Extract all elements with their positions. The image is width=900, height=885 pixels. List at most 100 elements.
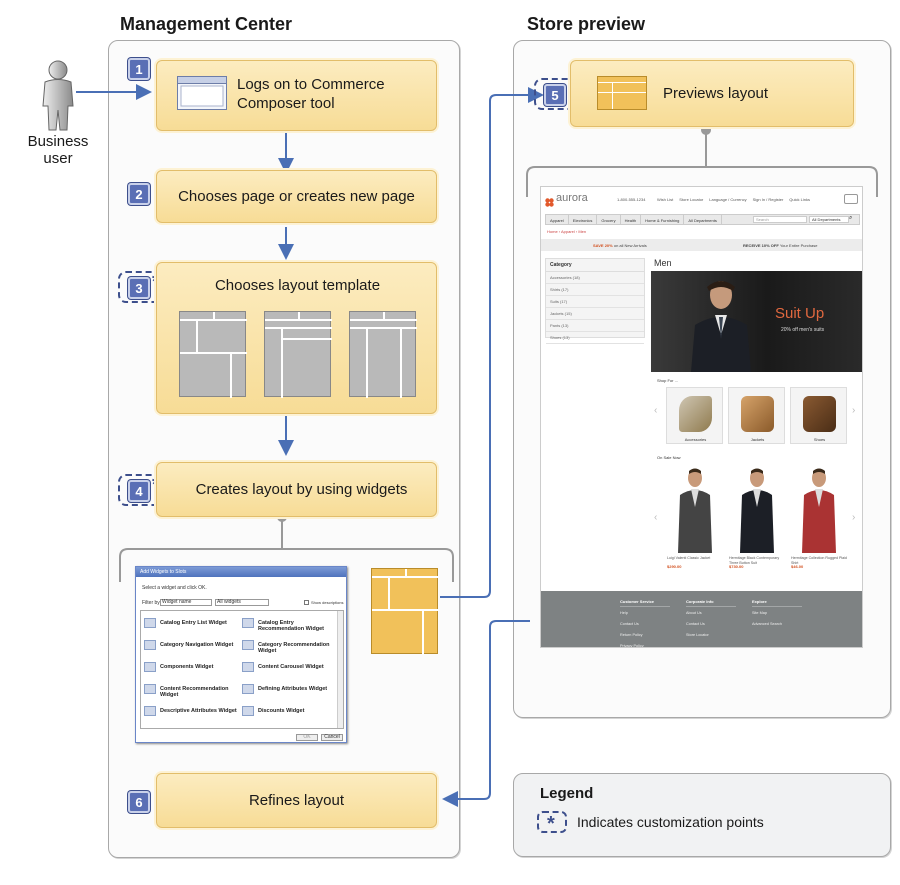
widget-name: Discounts Widget [258, 708, 305, 714]
top-link[interactable]: Quick Links [789, 197, 810, 202]
footer-link[interactable]: Contact Us [620, 622, 639, 626]
widget-icon [242, 640, 254, 650]
category-item[interactable]: Pants (13) [546, 320, 644, 332]
step-3-text: Chooses layout template [214, 277, 381, 294]
widget-item[interactable]: Category Navigation Widget [144, 639, 240, 653]
widget-name: Category Recommendation Widget [258, 642, 330, 654]
nav-tab[interactable]: Home & Furnishing [641, 215, 685, 224]
search-icon[interactable]: ⌕ [849, 215, 853, 221]
shop-item[interactable]: Shoes [790, 387, 847, 444]
sale-item-image[interactable] [799, 467, 839, 553]
footer-link[interactable]: Help [620, 611, 628, 615]
sale-item-image[interactable] [737, 467, 777, 553]
footer-link[interactable]: Store Locator [686, 633, 709, 637]
layout-template-b[interactable] [264, 311, 332, 398]
shop-item-label: Accessories [684, 437, 707, 442]
widget-icon [242, 662, 254, 672]
top-link[interactable]: Sign In / Register [752, 197, 784, 202]
widget-item[interactable]: Descriptive Attributes Widget [144, 705, 240, 719]
nav-tab[interactable]: Electronics [569, 215, 598, 224]
footer-link[interactable]: Contact Us [686, 622, 705, 626]
top-link[interactable]: Language / Currency [709, 197, 747, 202]
sale-item-name[interactable]: Luigi Valenti Classic Jacket [667, 556, 711, 560]
widget-item[interactable]: Category Recommendation Widget [242, 639, 338, 654]
ok-button[interactable]: OK [296, 734, 318, 741]
search-scope-select[interactable]: All Departments [809, 216, 849, 223]
category-item[interactable]: Suits (17) [546, 296, 644, 308]
footer-link[interactable]: Return Policy [620, 633, 643, 637]
layout-template-a[interactable] [179, 311, 247, 398]
shop-item-image [679, 396, 712, 432]
sale-item-name[interactable]: Hermitage Black Contemporary Three Butto… [729, 556, 780, 565]
shop-prev-arrow[interactable]: ‹ [654, 405, 658, 416]
nav-tab[interactable]: Apparel [546, 215, 569, 224]
sale-item-price: $46.00 [791, 564, 804, 569]
nav-tab[interactable]: Health [621, 215, 642, 224]
widget-name: Catalog Entry Recommendation Widget [258, 620, 324, 632]
on-sale-heading: On Sale Now [657, 455, 681, 460]
category-sidebar: Category Accessories (18)Shirts (17)Suit… [545, 258, 645, 344]
widget-item[interactable]: Content Recommendation Widget [144, 683, 240, 698]
filter-input[interactable]: Widget name [160, 599, 212, 606]
sale-next-arrow[interactable]: › [852, 512, 856, 523]
footer-heading: Corporate Info [686, 599, 714, 604]
sale-item-name[interactable]: Hermitage Collection Rugged Plaid Shirt [791, 556, 847, 565]
widget-item[interactable]: Discounts Widget [242, 705, 338, 719]
shop-next-arrow[interactable]: › [852, 405, 856, 416]
widget-name: Descriptive Attributes Widget [160, 708, 237, 714]
cart-icon[interactable] [844, 194, 858, 204]
sale-item-image[interactable] [675, 467, 715, 553]
widget-icon [144, 662, 156, 672]
shop-item[interactable]: Jackets [728, 387, 785, 444]
show-descriptions-label: Show descriptions [311, 600, 344, 605]
widget-item[interactable]: Components Widget [144, 661, 240, 675]
hero-banner[interactable]: Suit Up 20% off men's suits [651, 271, 862, 372]
top-link[interactable]: Store Locator [679, 197, 704, 202]
widget-item[interactable]: Defining Attributes Widget [242, 683, 338, 697]
category-item[interactable]: Shirts (17) [546, 284, 644, 296]
widget-item[interactable]: Catalog Entry List Widget [144, 617, 240, 631]
shop-item[interactable]: Accessories [666, 387, 723, 444]
brand[interactable]: aurora [556, 192, 588, 204]
arrow-5-to-6 [442, 620, 530, 807]
widget-item[interactable]: Catalog Entry Recommendation Widget [242, 617, 338, 632]
step-3-box[interactable]: Chooses layout template [156, 262, 437, 414]
step-6-box[interactable]: Refines layout [156, 773, 437, 828]
step-5-box[interactable]: Previews layout [570, 60, 854, 127]
widget-icon [144, 706, 156, 716]
breadcrumb[interactable]: Home › Apparel › Men [547, 229, 587, 234]
step-6-badge: 6 [128, 791, 150, 813]
shop-item-label: Shoes [813, 437, 826, 442]
step-2-box[interactable]: Chooses page or creates new page [156, 170, 437, 223]
nav-tab[interactable]: All Departments [684, 215, 722, 224]
hero-title: Suit Up [775, 305, 825, 322]
widget-icon [144, 684, 156, 694]
filter-select[interactable]: All widgets [215, 599, 269, 606]
layout-template-c[interactable] [349, 311, 417, 398]
footer-link[interactable]: Advanced Search [752, 622, 782, 626]
cancel-button[interactable]: Cancel [321, 734, 343, 741]
step-4-box[interactable]: Creates layout by using widgets [156, 462, 437, 517]
category-item[interactable]: Jackets (15) [546, 308, 644, 320]
category-item[interactable]: Accessories (18) [546, 272, 644, 284]
top-link[interactable]: Wish List [657, 197, 674, 202]
category-item[interactable]: Shoes (13) [546, 332, 644, 344]
page-heading: Men [654, 258, 672, 268]
search-input[interactable]: Search [753, 216, 807, 223]
shop-item-image [803, 396, 836, 432]
footer-link[interactable]: About Us [686, 611, 702, 615]
footer-link[interactable]: Privacy Policy [620, 644, 644, 648]
sale-item-price: $290.00 [667, 564, 682, 569]
show-descriptions-checkbox[interactable] [304, 600, 309, 605]
step-6-text: Refines layout [248, 792, 345, 809]
step-1-badge: 1 [128, 58, 150, 80]
widget-list-scrollbar[interactable] [337, 611, 343, 728]
nav-tab[interactable]: Grocery [597, 215, 621, 224]
dialog-instruction: Select a widget and click OK. [142, 585, 207, 591]
widget-item[interactable]: Content Carousel Widget [242, 661, 338, 675]
footer-link[interactable]: Site Map [752, 611, 767, 615]
sale-prev-arrow[interactable]: ‹ [654, 512, 658, 523]
